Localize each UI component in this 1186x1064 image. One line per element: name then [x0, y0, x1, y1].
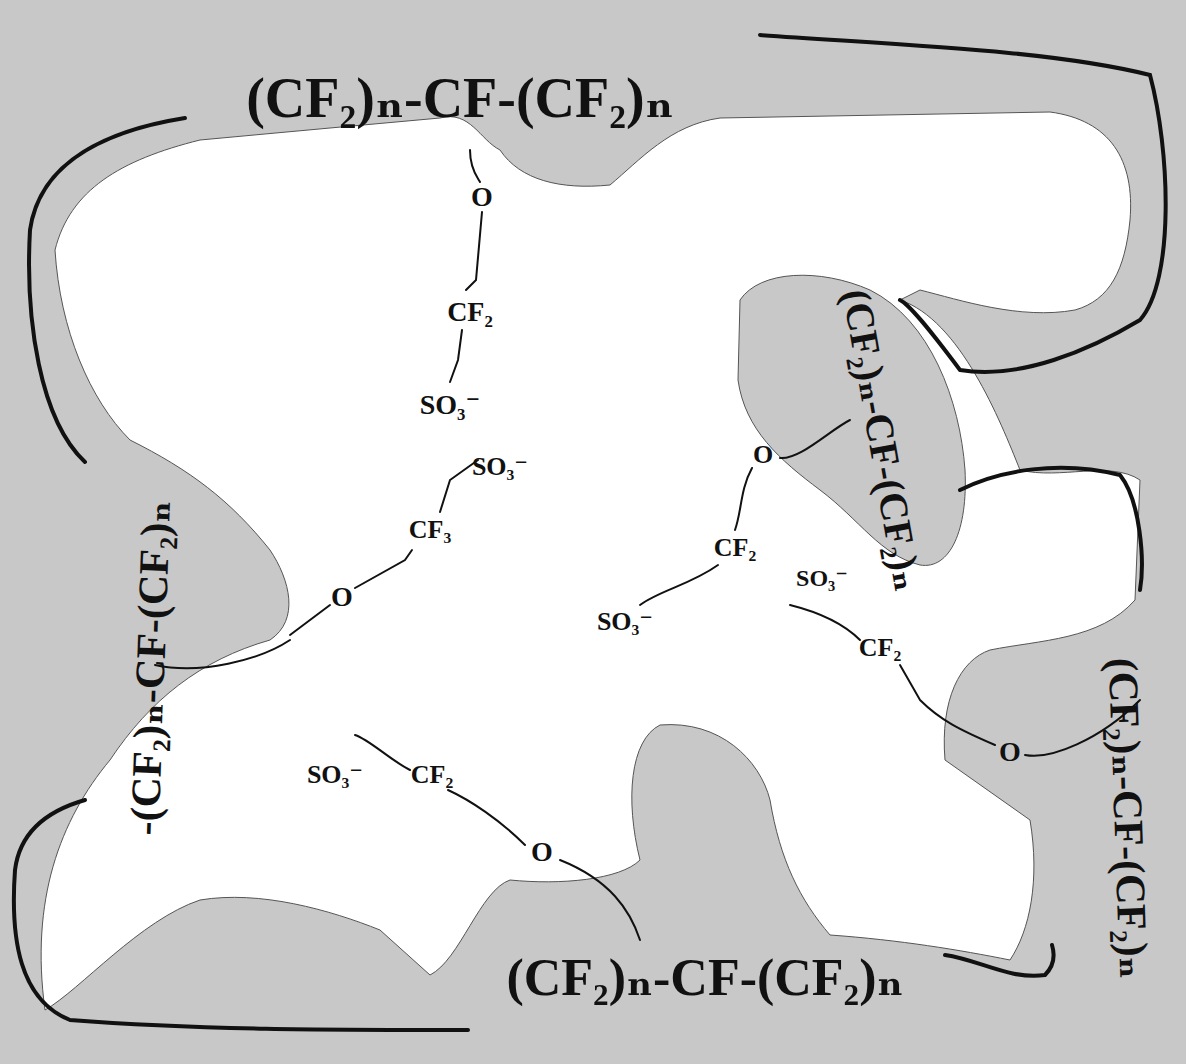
formula-label: SO₃⁻: [307, 762, 363, 788]
formula-label: SO₃⁻: [420, 391, 481, 419]
formula-label: O: [471, 183, 493, 211]
side-chains: [155, 150, 1140, 940]
formula-label: CF₃: [409, 517, 451, 543]
formula-label: O: [999, 738, 1021, 766]
formula-label: (CF₂)ₙ-CF-(CF₂)ₙ: [506, 952, 903, 1004]
formula-label: SO₃⁻: [796, 566, 848, 590]
formula-label: O: [753, 442, 773, 468]
formula-label: (CF₂)ₙ-CF-(CF₂)ₙ: [246, 70, 674, 126]
formula-label: CF₂: [714, 535, 756, 561]
formula-label: O: [531, 838, 553, 866]
formula-label: CF₂: [411, 762, 453, 788]
formula-label: CF₂: [859, 635, 901, 661]
backbone-chains: [14, 35, 1166, 1030]
formula-label: O: [331, 583, 353, 611]
formula-label: (CF₂)ₙ-CF-(CF₂)ₙ: [1101, 657, 1154, 979]
formula-label: SO₃⁻: [597, 609, 653, 635]
formula-label: SO₃⁻: [472, 454, 528, 480]
water-channel: [41, 112, 1140, 1010]
formula-label: CF₂: [447, 298, 493, 326]
formula-label: -(CF₂)ₙ-CF-(CF₂)ₙ: [123, 500, 177, 836]
